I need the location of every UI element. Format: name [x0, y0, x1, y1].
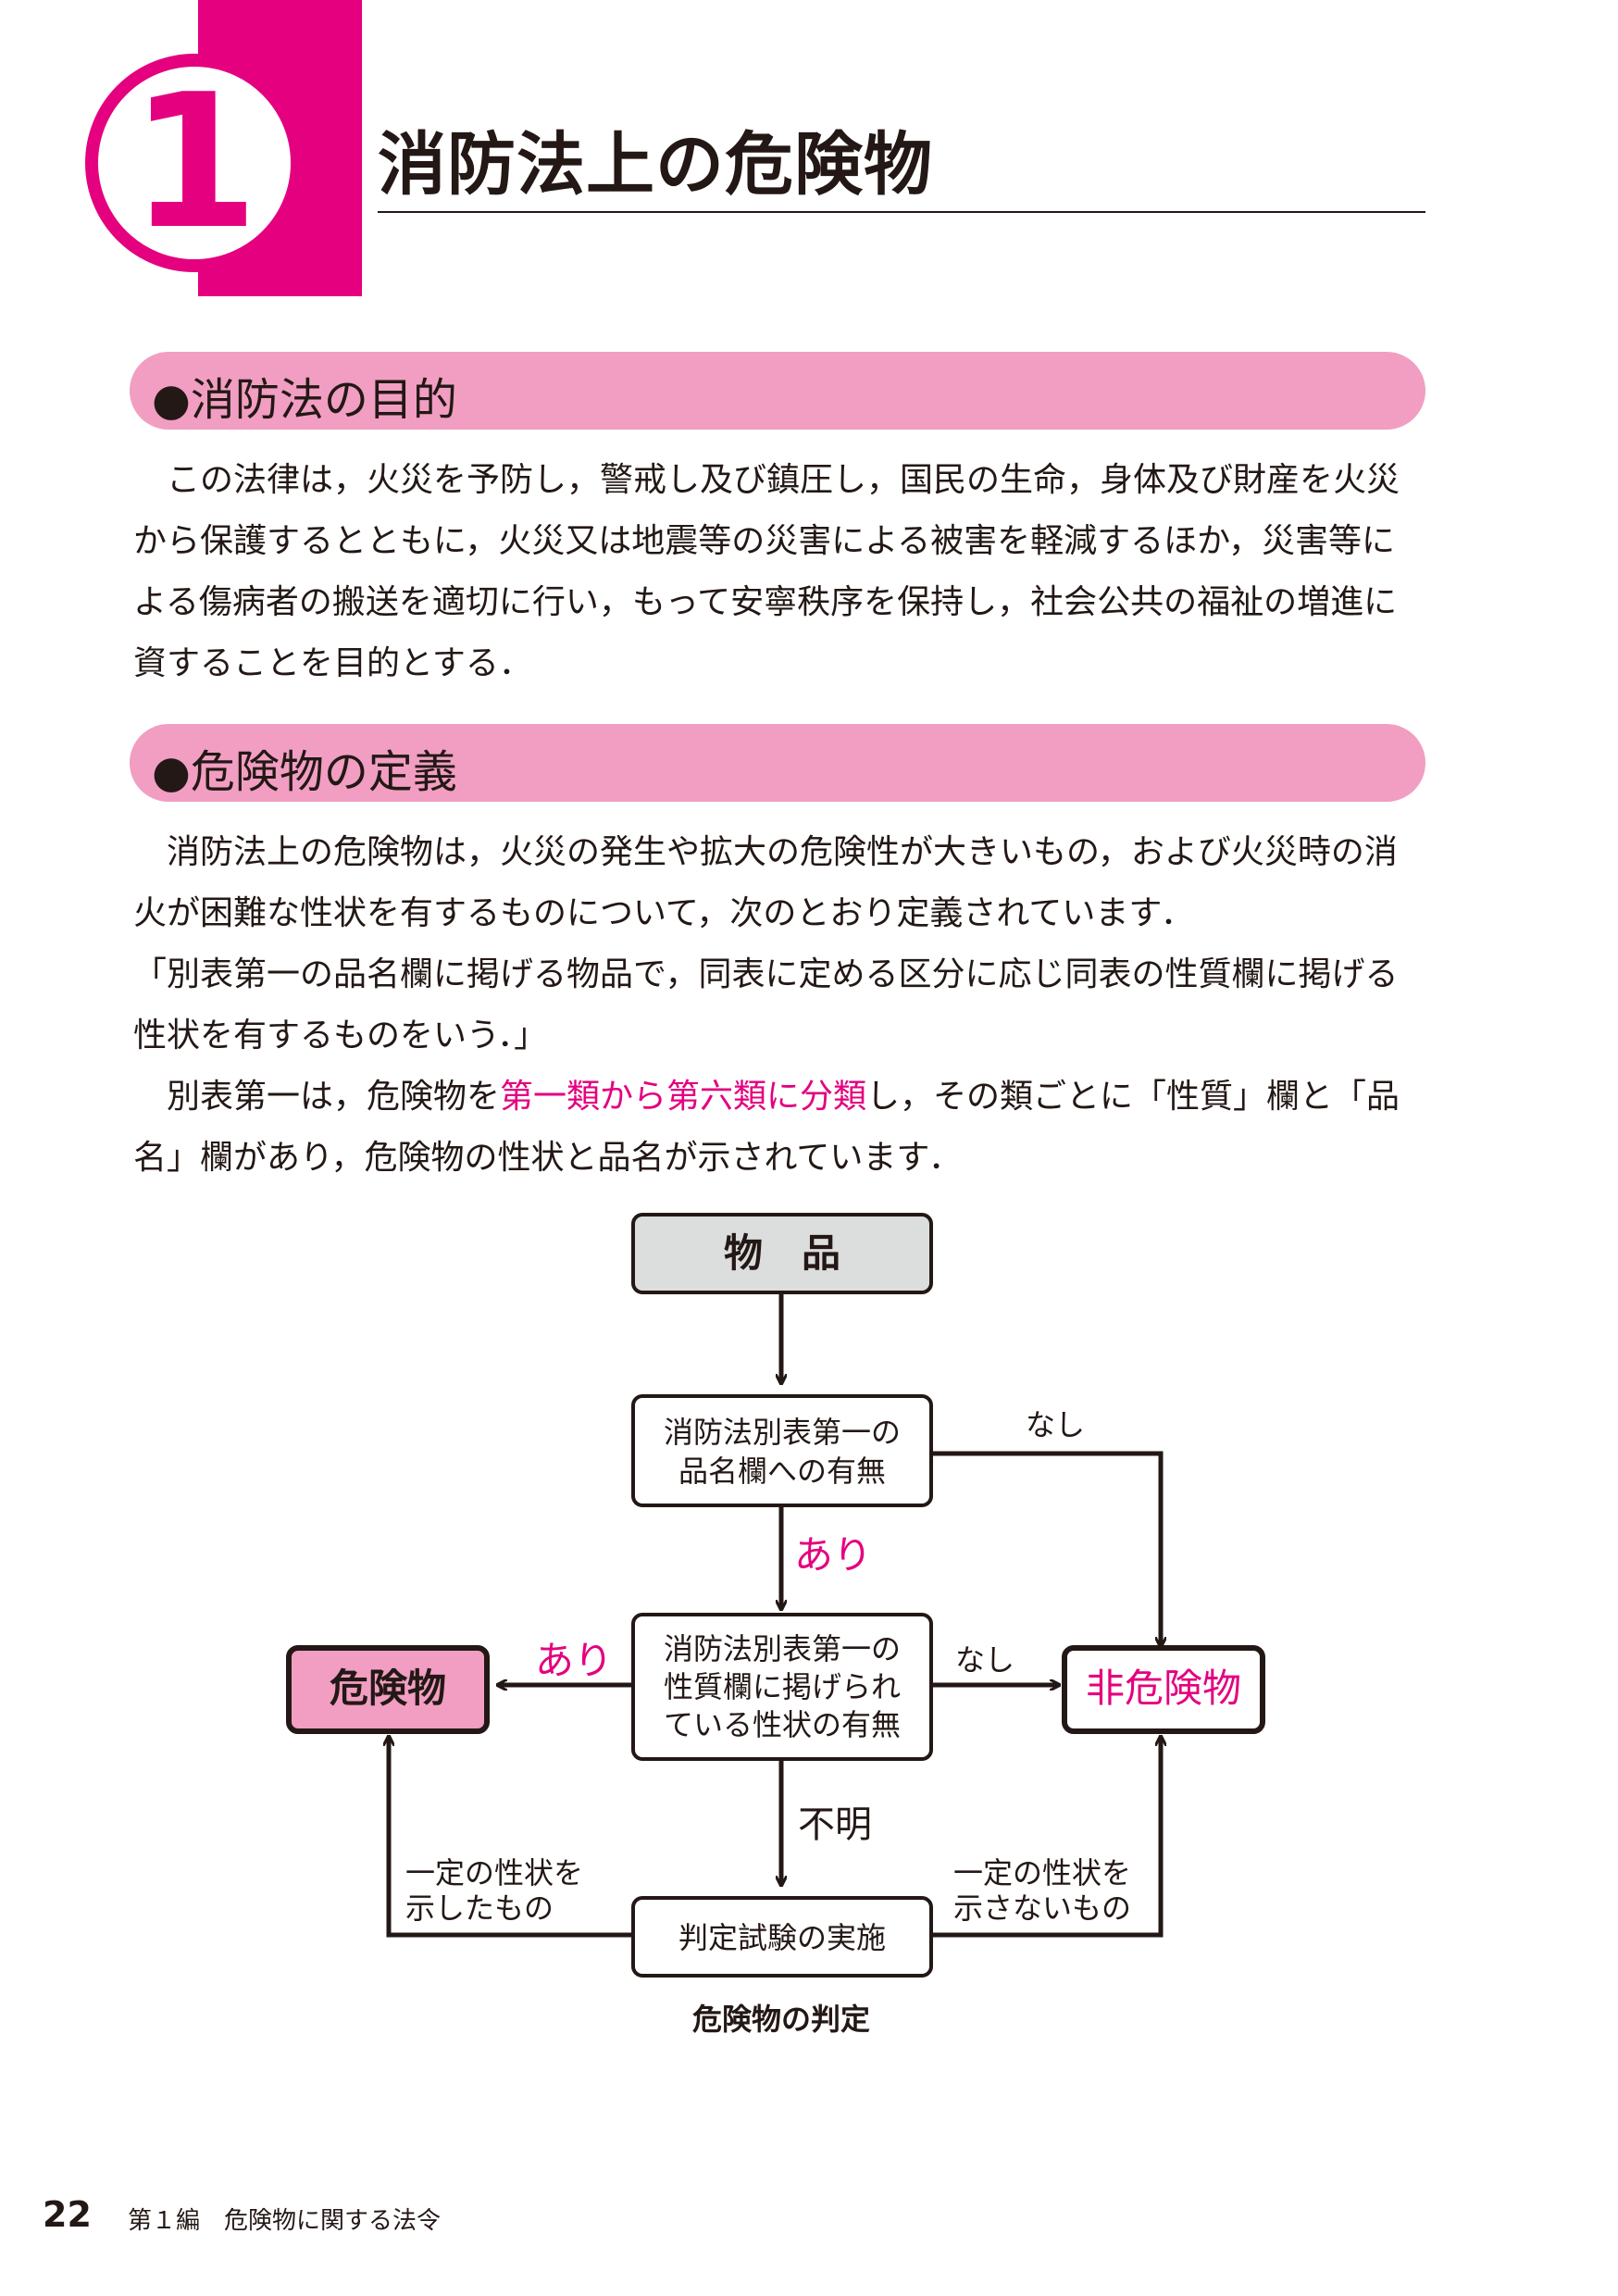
section-heading-purpose: ●消防法の目的 [152, 374, 457, 426]
connector-q1-nonhazard [931, 1451, 1161, 1646]
title-rule [378, 211, 1425, 213]
section-heading-band [130, 352, 1425, 430]
node-hazardous [286, 1645, 490, 1734]
node-non-hazardous-label: 非危険物 [1086, 1666, 1241, 1711]
section-body-definition: 消防法上の危険物は，火災の発生や拡大の危険性が大きいもの，および火災時の消火が困… [133, 822, 1425, 1189]
section-heading-definition: ●危険物の定義 [152, 746, 457, 798]
edge-label-test-pos-line2: 示したもの [405, 1890, 554, 1926]
paragraph: 消防法上の危険物は，火災の発生や拡大の危険性が大きいもの，および火災時の消火が困… [133, 833, 1398, 932]
edge-label-q2-yes: あり [535, 1638, 613, 1683]
node-article-label: 物 品 [724, 1230, 840, 1276]
section-body-purpose: この法律は，火災を予防し，警戒し及び鎮圧し，国民の生命，身体及び財産を火災から保… [133, 450, 1425, 694]
edge-label-q1-none: なし [1026, 1407, 1085, 1442]
paragraph: 別表第一は，危険物を第一類から第六類に分類し，その類ごとに「性質」欄と「品名」欄… [133, 1067, 1425, 1189]
page-number: 22 [43, 2194, 92, 2235]
node-test-label: 判定試験の実施 [678, 1920, 886, 1955]
edge-label-q2-unknown: 不明 [798, 1803, 872, 1846]
chapter-title: 消防法上の危険物 [378, 125, 933, 205]
node-q1-line1: 消防法別表第一の [664, 1415, 901, 1450]
node-hazardous-label: 危険物 [330, 1666, 446, 1711]
node-q2-line3: ている性状の有無 [664, 1707, 901, 1742]
connector-test-hazard [389, 1737, 633, 1938]
chapter-number: 1 [130, 55, 259, 270]
flowchart-caption: 危険物の判定 [692, 2002, 870, 2037]
paragraph-quote: 「別表第一の品名欄に掲げる物品で，同表に定める区分に応じ同表の性質欄に掲げる性状… [133, 955, 1399, 1054]
node-q2-line1: 消防法別表第一の [664, 1631, 901, 1666]
node-non-hazardous [1062, 1645, 1265, 1734]
text-run: し，その類ごとに「性質」欄と「品名」欄があり，危険物の性状と品名が示されています… [133, 1078, 1400, 1177]
node-q2 [631, 1613, 933, 1761]
edge-label-test-pos-line1: 一定の性状を [405, 1855, 583, 1890]
edge-label-test-neg-line2: 示さないもの [953, 1890, 1131, 1926]
paragraph: この法律は，火災を予防し，警戒し及び鎮圧し，国民の生命，身体及び財産を火災から保… [133, 461, 1400, 682]
section-heading-band [130, 724, 1425, 802]
node-q2-line2: 性質欄に掲げられ [664, 1669, 901, 1704]
node-q1 [631, 1394, 933, 1507]
highlight-text: 第一類から第六類に分類 [500, 1078, 867, 1116]
node-q1-line2: 品名欄への有無 [678, 1454, 886, 1489]
edge-label-q2-none: なし [955, 1642, 1014, 1678]
edge-label-q1-yes: あり [794, 1532, 872, 1578]
node-article [631, 1213, 933, 1294]
node-test [631, 1896, 933, 1978]
running-footer: 第１編 危険物に関する法令 [128, 2207, 442, 2235]
connector-test-nonhazard [931, 1737, 1161, 1938]
edge-label-test-neg-line1: 一定の性状を [953, 1855, 1131, 1890]
text-run: 別表第一は，危険物を [167, 1078, 501, 1116]
